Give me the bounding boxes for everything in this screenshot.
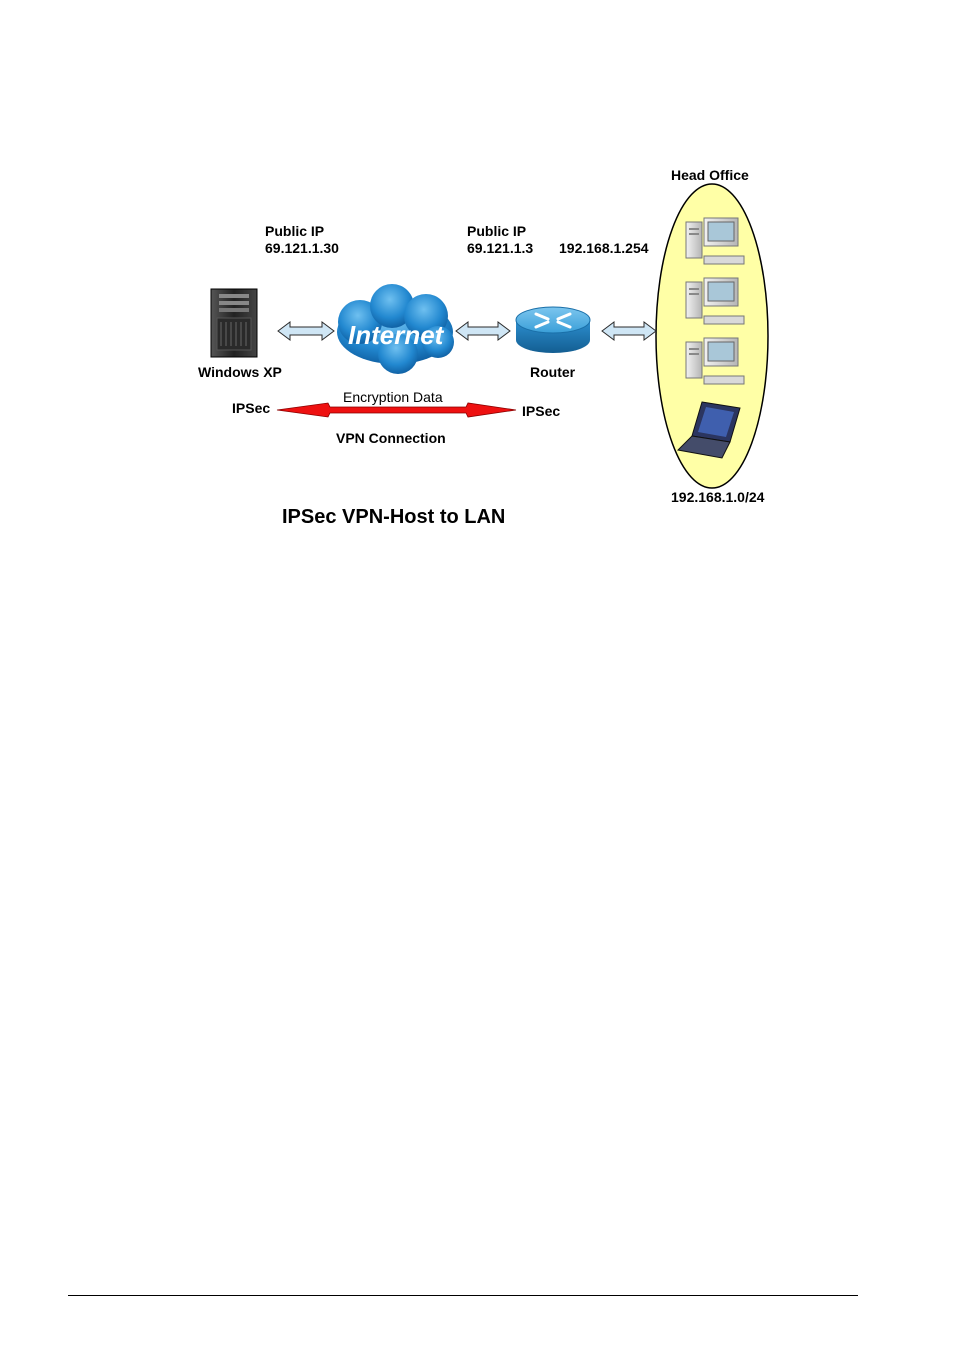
client-name-label: Windows XP [198,364,282,380]
head-office-label: Head Office [671,167,749,183]
router-name-label: Router [530,364,576,380]
network-diagram: Head Office 192.168.1.0/24 [0,0,954,560]
footer-rule [68,1295,858,1296]
internet-label: Internet [348,320,445,350]
vpn-tunnel-arrow [277,403,516,417]
desktop-pc-icon [686,338,744,384]
desktop-pc-icon [686,278,744,324]
link-arrow-router-lan [602,322,656,340]
encryption-data-label: Encryption Data [343,389,443,405]
tunnel-right-endpoint: IPSec [522,403,560,419]
router-public-ip-label: Public IP [467,223,526,239]
tunnel-left-endpoint: IPSec [232,400,270,416]
link-arrow-client-internet [278,322,334,340]
windows-xp-server-icon [211,289,257,357]
client-public-ip: 69.121.1.30 [265,240,339,256]
link-arrow-internet-router [456,322,510,340]
internet-cloud-icon: Internet [337,284,454,374]
desktop-pc-icon [686,218,744,264]
client-public-ip-label: Public IP [265,223,324,239]
lan-subnet-label: 192.168.1.0/24 [671,489,765,505]
diagram-title: IPSec VPN-Host to LAN [282,506,505,528]
router-icon [516,307,590,353]
router-lan-ip: 192.168.1.254 [559,240,649,256]
vpn-connection-label: VPN Connection [336,430,446,446]
router-public-ip: 69.121.1.3 [467,240,533,256]
